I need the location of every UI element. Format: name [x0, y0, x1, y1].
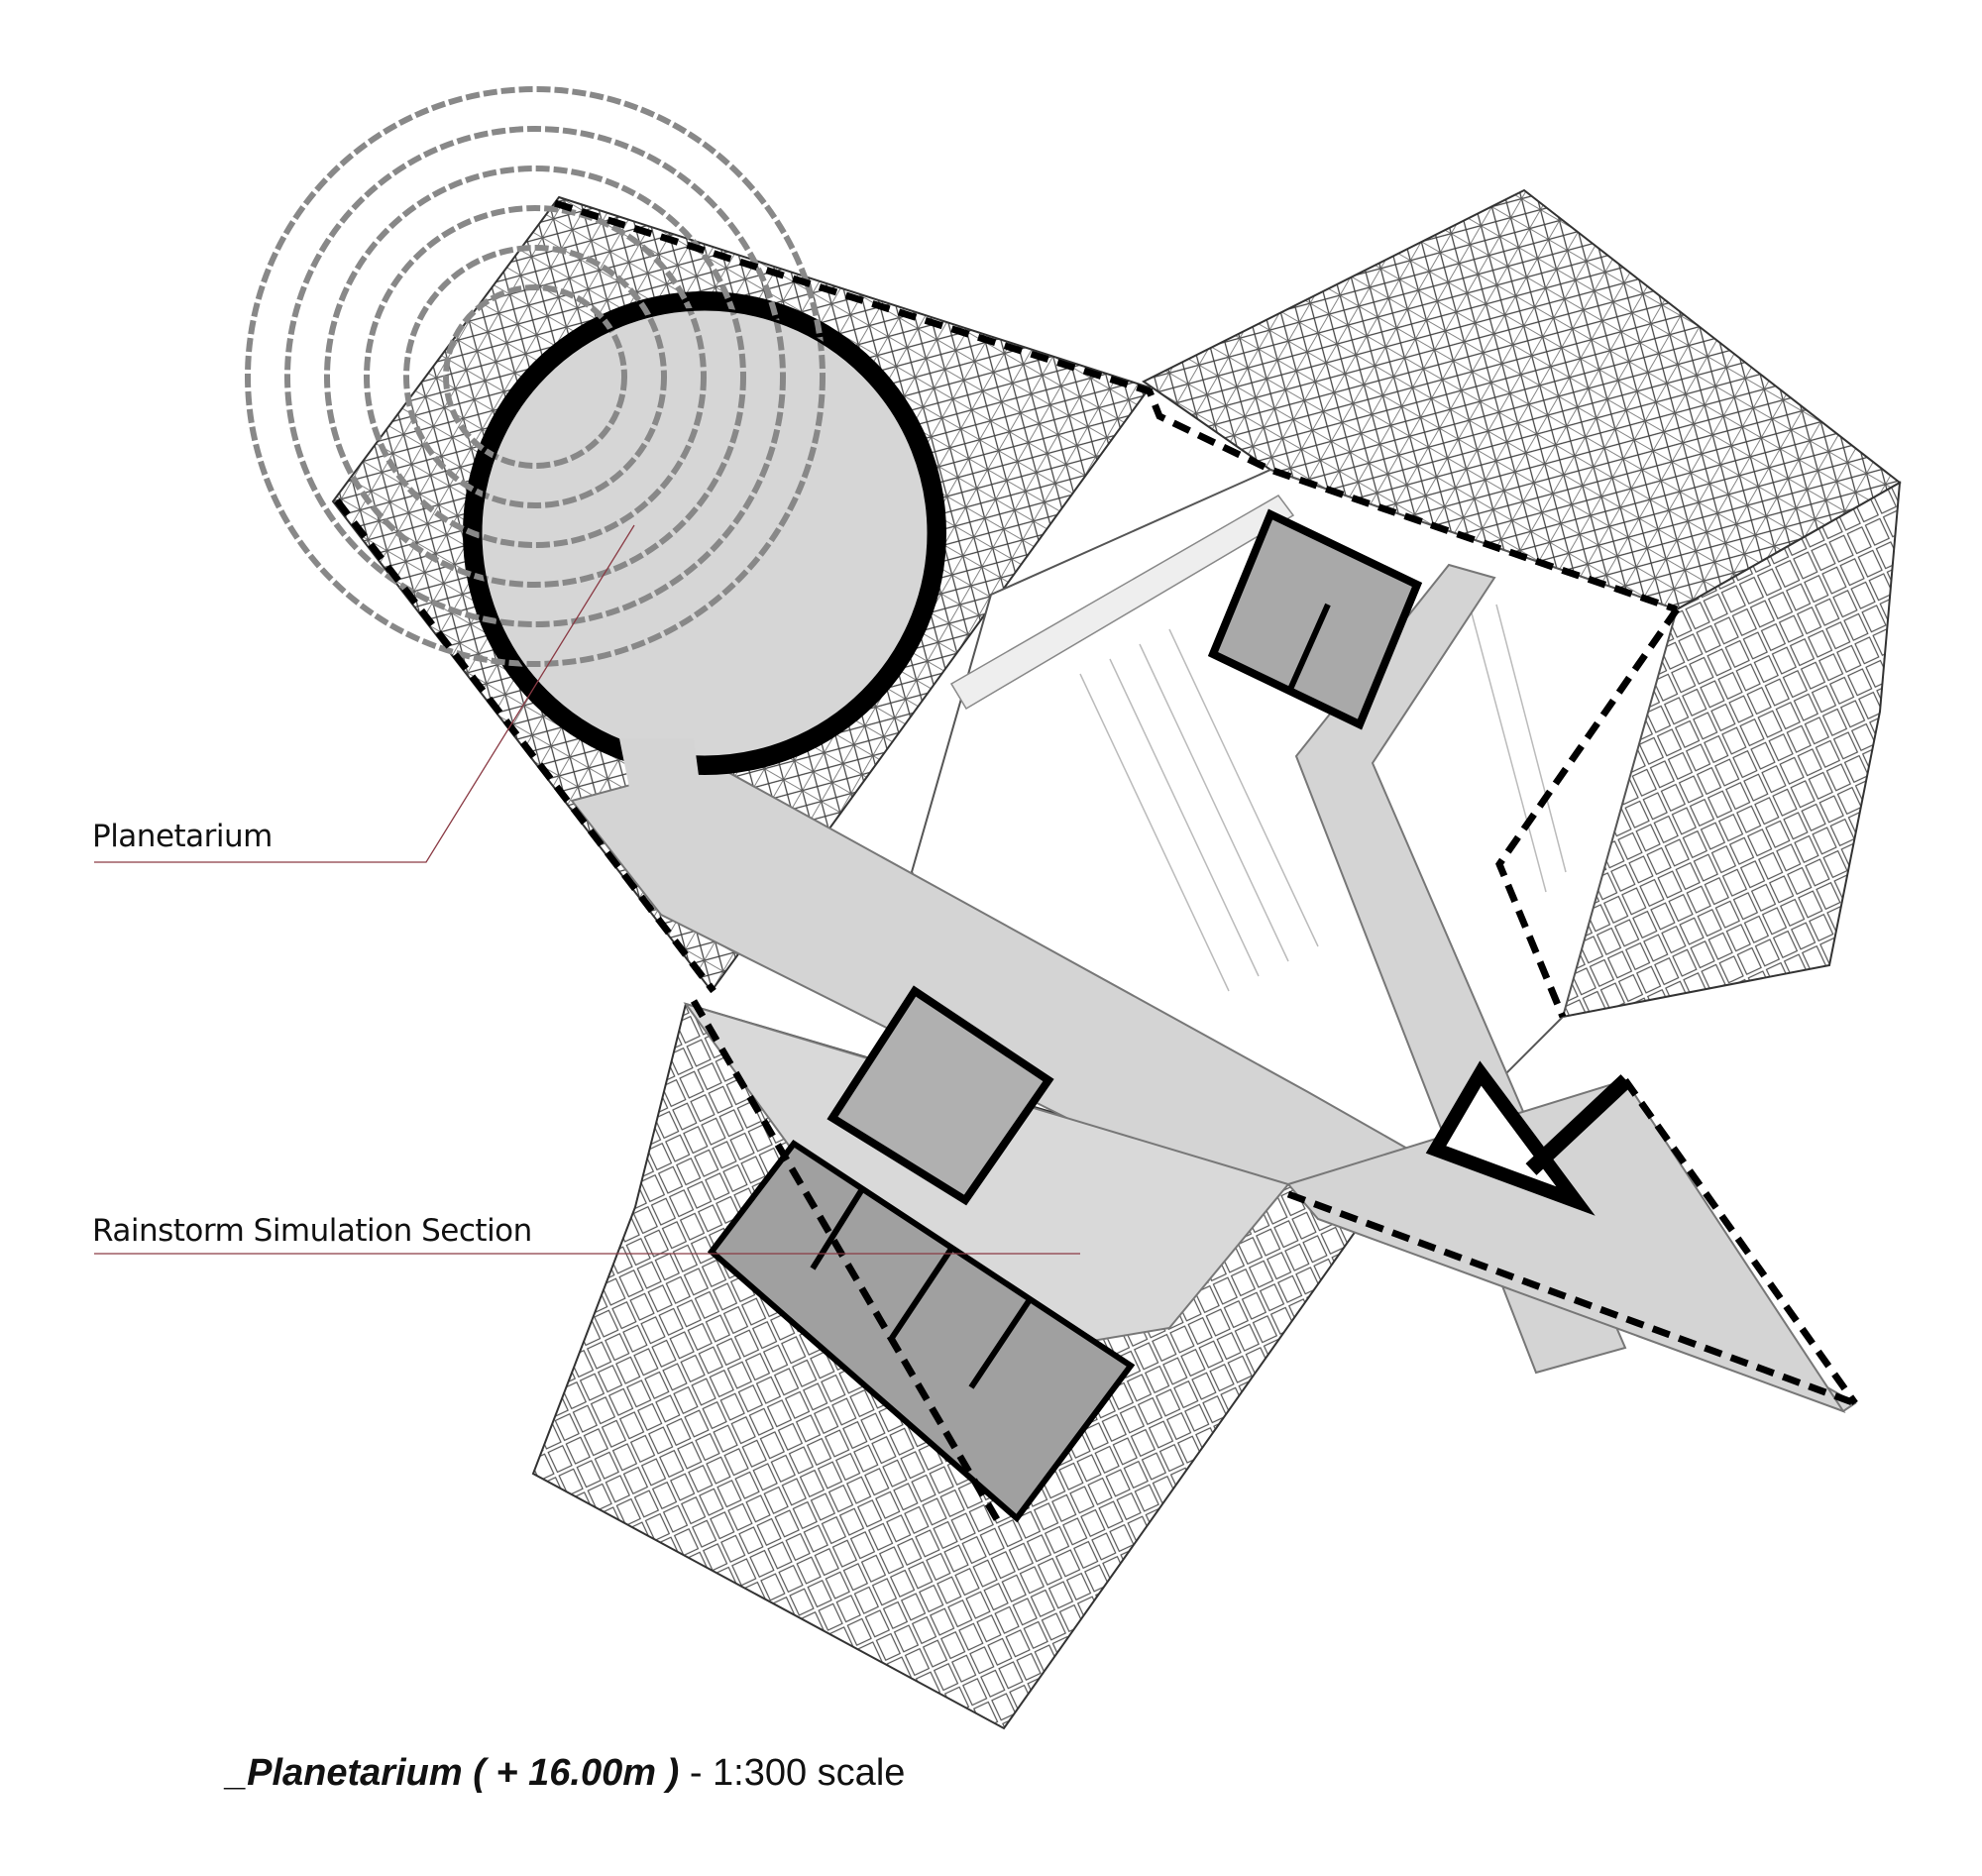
south-wing-rooms	[707, 1139, 1136, 1523]
entrance-arrow-line	[1525, 1074, 1632, 1175]
planetarium-leader-line	[94, 524, 635, 863]
planetarium-label: Planetarium	[92, 819, 273, 854]
caption-scale: - 1:300 scale	[679, 1752, 906, 1794]
bridge	[949, 495, 1295, 711]
rainstorm-section-label: Rainstorm Simulation Section	[92, 1213, 532, 1249]
planetarium-seating	[245, 86, 826, 667]
room-walls	[810, 603, 1331, 1389]
dome-entrance	[619, 738, 704, 813]
caption-title: _Planetarium ( + 16.00m )	[226, 1752, 680, 1794]
core-southwest	[826, 985, 1054, 1206]
core-northeast	[1207, 508, 1423, 730]
structural-edge	[334, 199, 1858, 1528]
atrium-stairs	[1079, 594, 1567, 992]
drawing-caption: _Planetarium ( + 16.00m ) - 1:300 scale	[226, 1752, 905, 1795]
